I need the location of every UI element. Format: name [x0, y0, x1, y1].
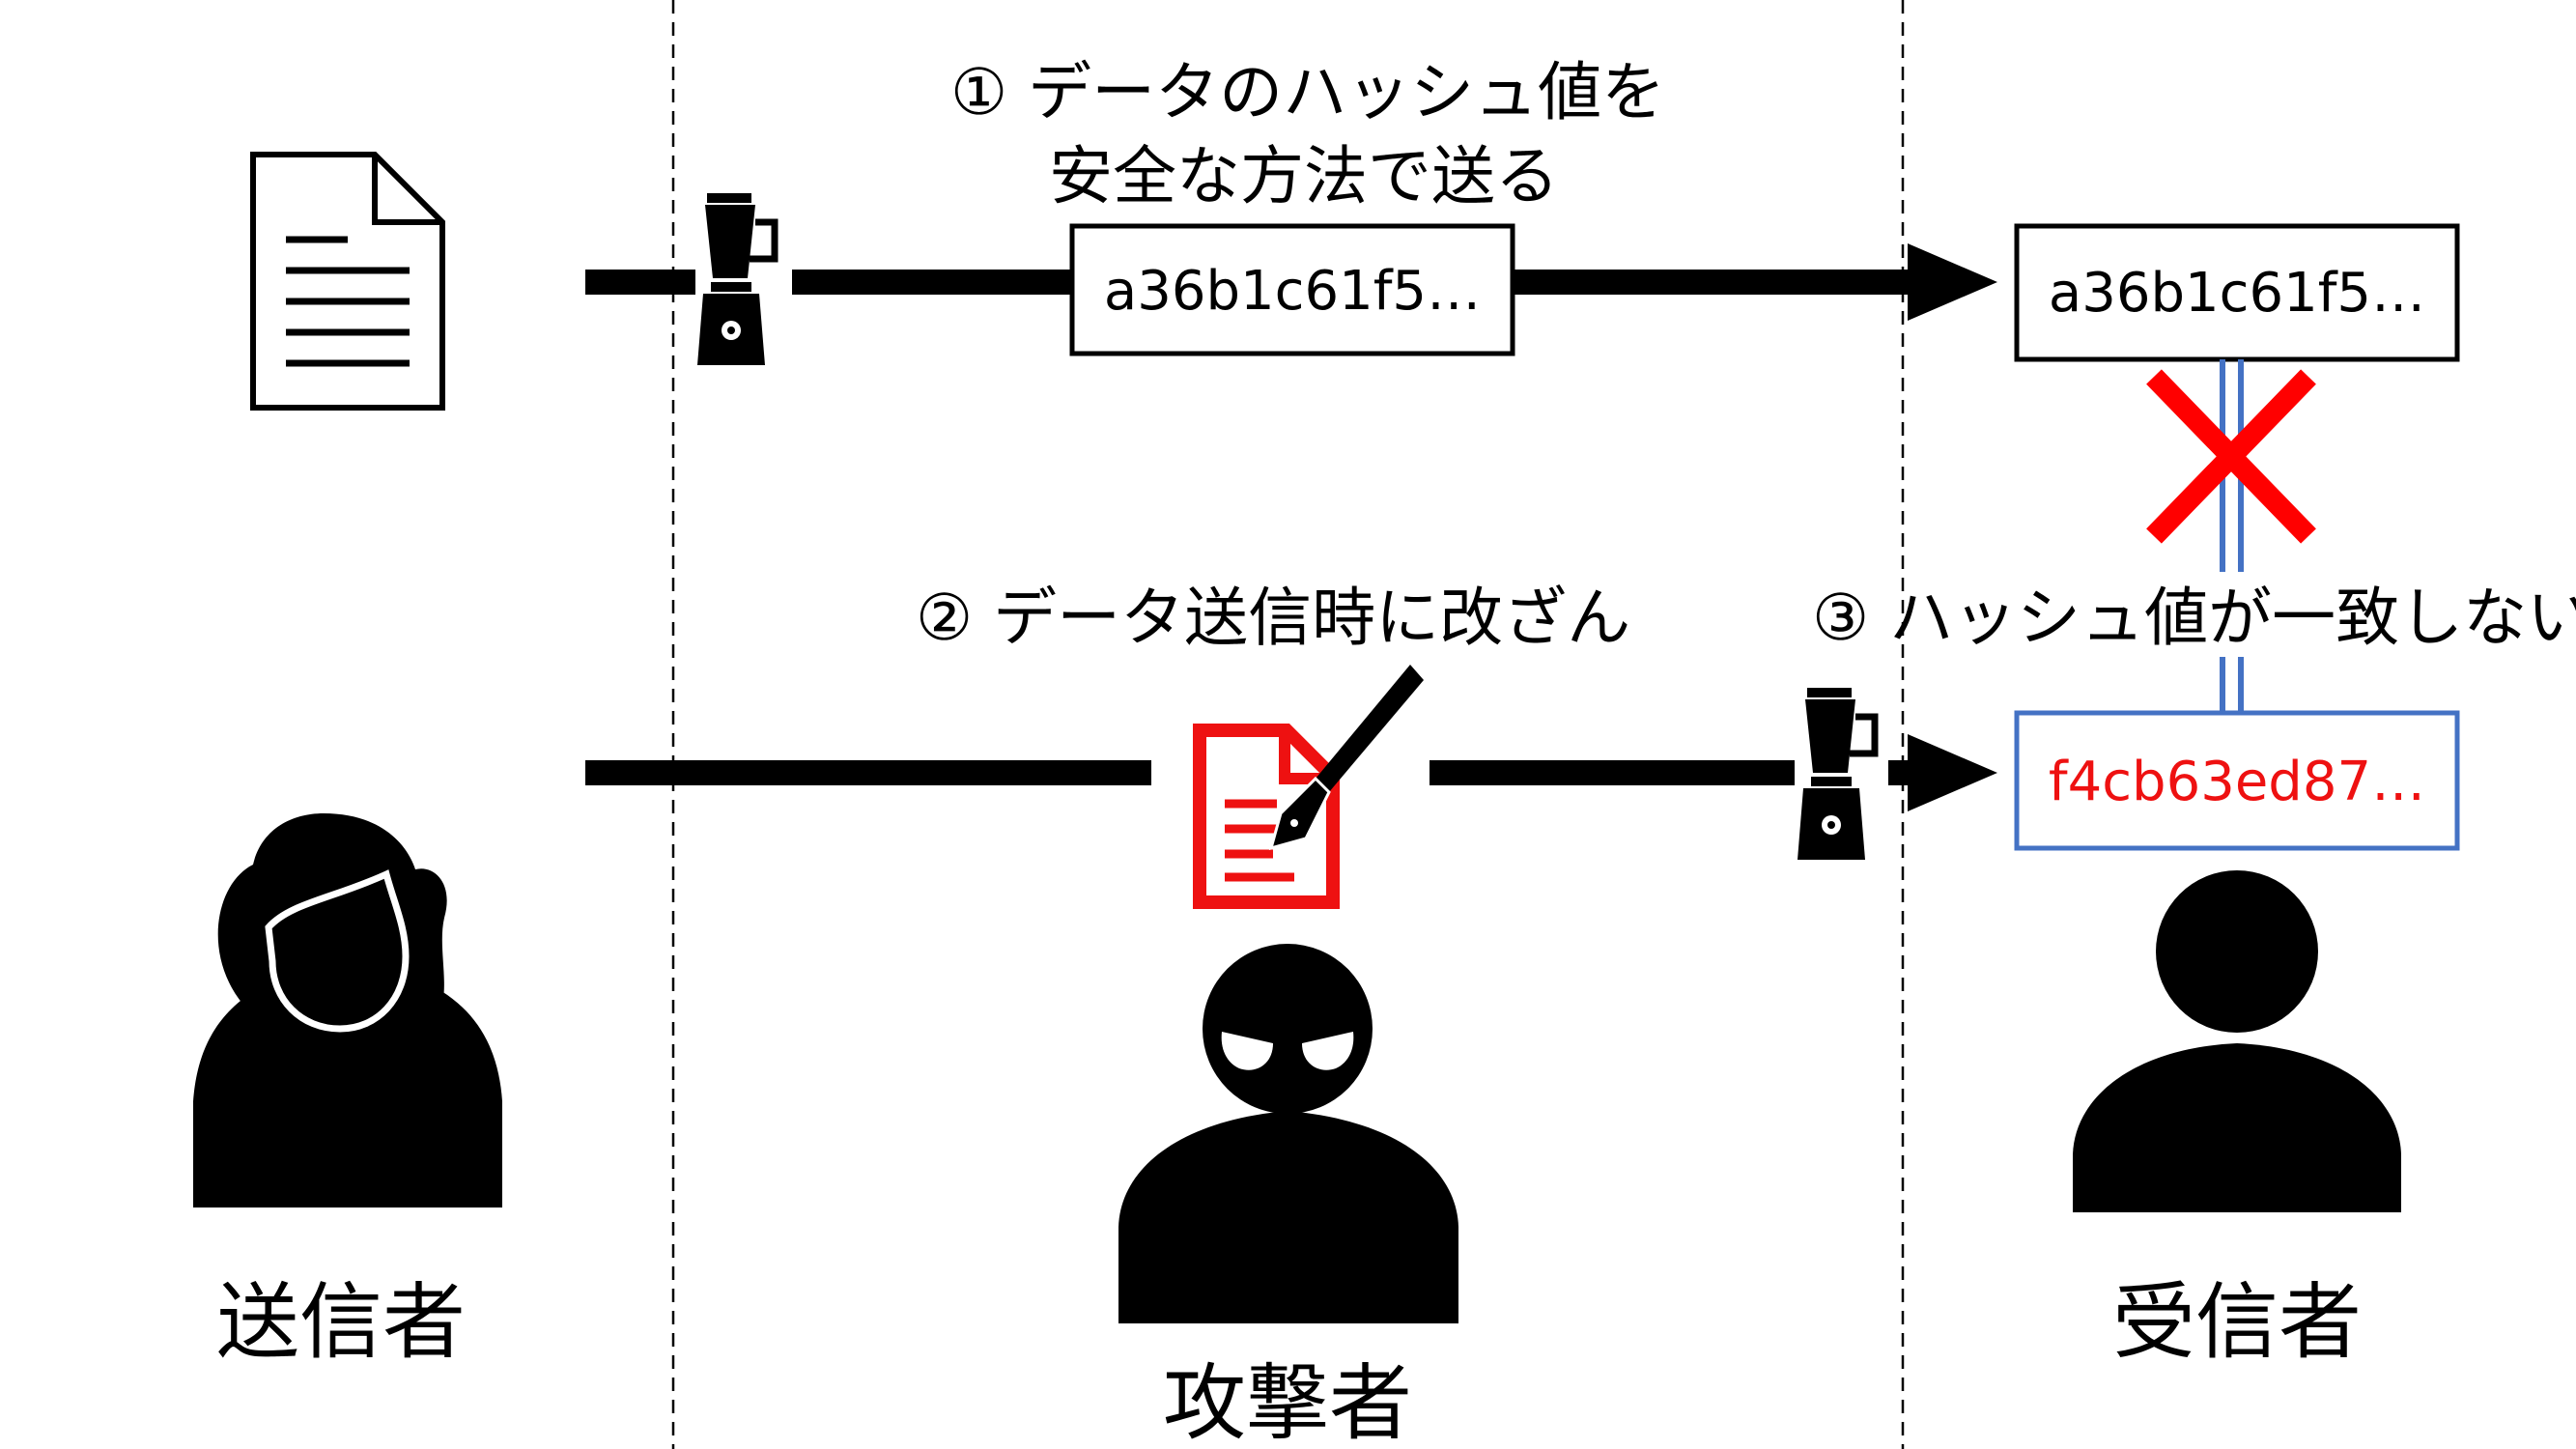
step1-text-line1: ① データのハッシュ値を	[950, 55, 1665, 129]
attacker-person-icon	[1118, 944, 1458, 1323]
receiver-label: 受信者	[2112, 1274, 2362, 1371]
step3-text: ③ ハッシュ値が一致しない	[1812, 581, 2576, 655]
sender-person-icon	[193, 813, 502, 1208]
data-transmission-arrow	[585, 734, 1997, 811]
hash-value-received-original: a36b1c61f5…	[2049, 262, 2425, 325]
blender-icon	[697, 193, 778, 365]
step1-text-line2: 安全な方法で送る	[1049, 139, 1559, 213]
hash-box-received-tampered	[2014, 710, 2460, 851]
hash-value-in-transit: a36b1c61f5…	[1104, 260, 1481, 323]
sender-label: 送信者	[216, 1274, 466, 1371]
blender-icon	[1798, 688, 1879, 860]
mismatch-x-icon	[2146, 369, 2316, 544]
tampered-document-icon	[1193, 724, 1340, 909]
fountain-pen-icon	[1268, 665, 1424, 851]
attacker-label: 攻撃者	[1163, 1355, 1412, 1449]
compare-connector	[2220, 359, 2244, 713]
receiver-person-icon	[2073, 870, 2401, 1212]
hash-value-received-tampered: f4cb63ed87…	[2049, 751, 2425, 813]
document-icon	[250, 152, 445, 411]
step2-text: ② データ送信時に改ざん	[916, 581, 1630, 655]
secure-hash-arrow	[585, 243, 1997, 321]
hash-box-in-transit	[1069, 223, 1515, 356]
hash-box-received-original	[2014, 223, 2460, 362]
